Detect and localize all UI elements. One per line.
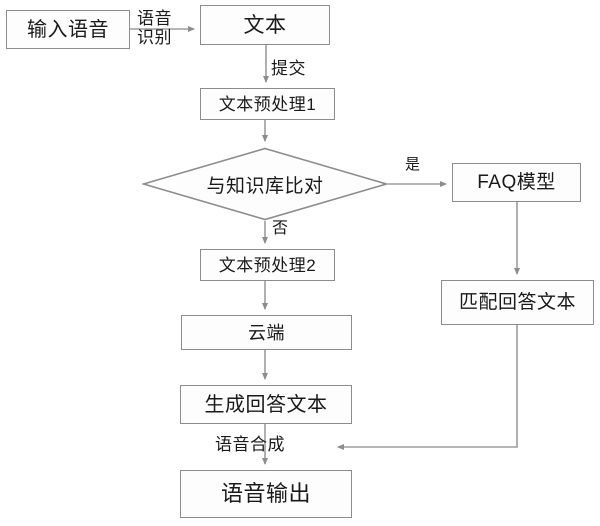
node-cloud-label: 云端 (248, 322, 285, 343)
node-voice-output-label: 语音输出 (220, 481, 311, 506)
edge-label-asr-line2: 识别 (137, 28, 172, 48)
edge-label-tts: 语音合成 (215, 435, 285, 454)
edge-label-asr-line1: 语音 (137, 9, 172, 28)
node-kb-compare[interactable]: 与知识库比对 (142, 147, 388, 221)
edge-label-no: 否 (272, 220, 289, 237)
node-preprocess-1[interactable]: 文本预处理1 (200, 88, 335, 120)
node-gen-answer-label: 生成回答文本 (204, 393, 328, 416)
node-faq-model-label: FAQ模型 (477, 172, 556, 193)
node-preprocess-2-label: 文本预处理2 (218, 255, 317, 275)
edge-match-answer-to-output (337, 325, 518, 450)
node-input-voice-label: 输入语音 (27, 18, 109, 41)
node-voice-output[interactable]: 语音输出 (180, 470, 352, 518)
edge-label-yes: 是 (405, 156, 421, 173)
edge-label-submit: 提交 (271, 59, 306, 78)
diamond-shape (142, 147, 388, 221)
edge-label-asr: 语音 识别 (137, 9, 172, 47)
node-match-answer[interactable]: 匹配回答文本 (441, 280, 594, 325)
node-gen-answer[interactable]: 生成回答文本 (180, 385, 352, 424)
node-match-answer-label: 匹配回答文本 (458, 292, 576, 313)
node-preprocess-1-label: 文本预处理1 (218, 94, 317, 114)
node-text-label: 文本 (243, 13, 287, 37)
node-cloud[interactable]: 云端 (181, 315, 352, 350)
node-kb-compare-label: 与知识库比对 (206, 175, 324, 197)
node-text[interactable]: 文本 (200, 5, 330, 45)
node-input-voice[interactable]: 输入语音 (6, 10, 130, 49)
node-faq-model[interactable]: FAQ模型 (452, 163, 581, 202)
node-preprocess-2[interactable]: 文本预处理2 (200, 249, 335, 281)
